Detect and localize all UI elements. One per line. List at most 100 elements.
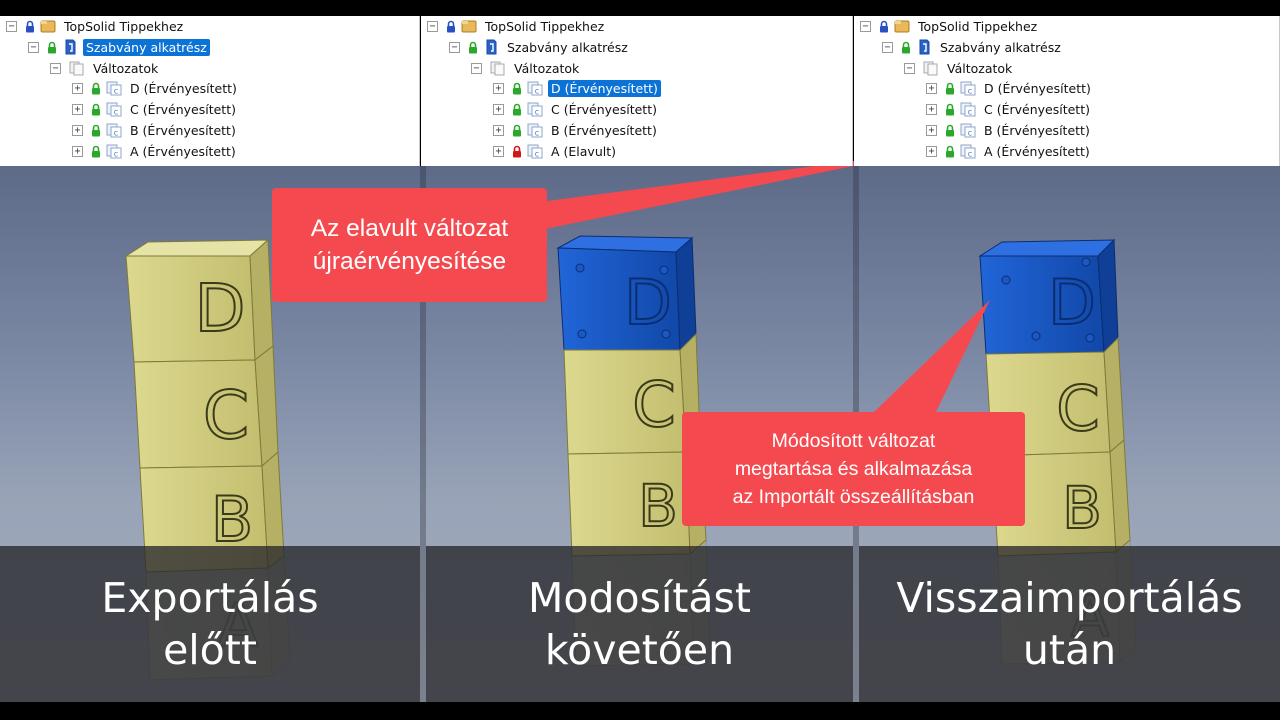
variant-icon: C <box>960 123 976 138</box>
callout-pointer <box>540 152 922 230</box>
caption-line: után <box>1022 626 1117 674</box>
project-tree-panel[interactable]: −TopSolid Tippekhez−Szabvány alkatrész−V… <box>854 16 1280 166</box>
svg-text:C: C <box>535 152 539 159</box>
tree-item-project[interactable]: −TopSolid Tippekhez <box>860 16 1040 36</box>
tree-item-part[interactable]: − Szabvány alkatrész <box>28 37 210 57</box>
lock-icon <box>92 145 100 157</box>
tree-item-label: B (Érvényesített) <box>130 122 236 138</box>
tree-item-variant[interactable]: + C C (Érvényesített) <box>72 99 239 119</box>
cube-b-letter: B <box>1062 474 1102 542</box>
scene-divider <box>420 166 426 702</box>
lock-icon <box>513 82 521 94</box>
lock-icon <box>946 82 954 94</box>
expand-toggle[interactable]: + <box>72 103 83 115</box>
lock-icon <box>513 103 521 115</box>
video-frame: D C B A <box>0 16 1280 702</box>
svg-text:C: C <box>535 131 539 138</box>
expand-toggle[interactable]: − <box>449 41 460 53</box>
expand-toggle[interactable]: + <box>493 124 504 136</box>
tree-item-label: Változatok <box>93 60 159 76</box>
variant-icon: C <box>960 102 976 117</box>
tree-item-variants[interactable]: −Változatok <box>904 58 1015 78</box>
lock-icon <box>48 41 56 53</box>
tree-item-project[interactable]: − TopSolid Tippekhez <box>6 16 186 36</box>
expand-toggle[interactable]: + <box>926 103 937 115</box>
caption-before-export: Exportálás előtt <box>0 546 420 702</box>
cube-d-blue[interactable]: D <box>556 235 697 352</box>
tree-item-label: Változatok <box>514 60 580 76</box>
cube-d-blue[interactable]: D <box>978 238 1119 355</box>
cube-c[interactable]: C <box>563 332 701 455</box>
callout-pointer <box>872 300 990 414</box>
callout-line: Az elavult változat <box>310 215 509 242</box>
cube-b-letter: B <box>211 483 254 556</box>
tree-item-variant[interactable]: + C B (Érvényesített) <box>926 120 1093 140</box>
tree-item-part[interactable]: −Szabvány alkatrész <box>449 37 631 57</box>
tree-item-label: TopSolid Tippekhez <box>64 18 184 34</box>
expand-toggle[interactable]: + <box>493 145 504 157</box>
callout-line: újraérvényesítése <box>312 248 507 275</box>
variant-icon: C <box>527 123 543 138</box>
tree-item-label: D (Érvényesített) <box>548 79 661 97</box>
caption-band <box>859 546 1280 702</box>
tree-item-variants[interactable]: − Változatok <box>471 58 582 78</box>
cube-c[interactable]: C <box>133 345 279 469</box>
expand-toggle[interactable]: − <box>427 20 438 32</box>
tree-item-label: B (Érvényesített) <box>984 122 1090 138</box>
project-tree-panel[interactable]: − TopSolid Tippekhez − Szabvány alkatrész − V… <box>0 16 420 166</box>
tree-item-label: A (Elavult) <box>551 143 617 159</box>
tree-item-part[interactable]: −Szabvány alkatrész <box>882 37 1064 57</box>
project-folder-icon <box>894 20 910 33</box>
variant-icon: C <box>106 102 122 117</box>
tree-item-variant[interactable]: + C A (Elavult) <box>493 141 619 161</box>
expand-toggle[interactable]: + <box>493 103 504 115</box>
cube-d-letter: D <box>624 266 672 339</box>
cube-d-letter: D <box>195 270 246 347</box>
cube-b[interactable]: B <box>139 450 285 573</box>
variant-icon: C <box>527 81 543 96</box>
tree-item-label: D (Érvényesített) <box>130 80 237 96</box>
tree-item-label: TopSolid Tippekhez <box>485 18 605 34</box>
tree-item-variants[interactable]: − Változatok <box>50 58 161 78</box>
expand-toggle[interactable]: − <box>904 62 915 74</box>
caption-line: előtt <box>163 626 257 674</box>
expand-toggle[interactable]: + <box>72 124 83 136</box>
tree-item-project[interactable]: − TopSolid Tippekhez <box>427 16 607 36</box>
tree-item-variant[interactable]: + C D (Érvényesített) <box>493 78 661 98</box>
tree-item-label: Szabvány alkatrész <box>83 38 210 56</box>
expand-toggle[interactable]: − <box>882 41 893 53</box>
lock-icon <box>513 124 521 136</box>
expand-toggle[interactable]: − <box>860 20 871 32</box>
cube-b[interactable]: B <box>991 438 1131 557</box>
lock-icon <box>26 20 34 32</box>
svg-text:C: C <box>114 89 118 96</box>
caption-band <box>426 546 853 702</box>
expand-toggle[interactable]: + <box>493 82 504 94</box>
lock-icon <box>902 41 910 53</box>
expand-toggle[interactable]: − <box>6 20 17 32</box>
variant-icon: C <box>960 81 976 96</box>
svg-text:C: C <box>535 110 539 117</box>
lock-icon <box>92 82 100 94</box>
project-tree-panel[interactable]: −TopSolid Tippekhez−Szabvány alkatrész−V… <box>421 16 853 166</box>
expand-toggle[interactable]: − <box>28 41 39 53</box>
expand-toggle[interactable]: − <box>50 62 61 74</box>
expand-toggle[interactable]: + <box>72 82 83 94</box>
expand-toggle[interactable]: + <box>926 124 937 136</box>
expand-toggle[interactable]: + <box>926 145 937 157</box>
variant-icon: C <box>106 144 122 159</box>
tree-item-variant[interactable]: + C D (Érvényesített) <box>72 78 240 98</box>
tree-item-variant[interactable]: + C C (Érvényesített) <box>926 99 1093 119</box>
tree-item-label: C (Érvényesített) <box>130 101 236 117</box>
cube-d-letter: D <box>1048 266 1096 339</box>
expand-toggle[interactable]: − <box>471 62 482 74</box>
expand-toggle[interactable]: + <box>72 145 83 157</box>
expand-toggle[interactable]: + <box>926 82 937 94</box>
tree-item-label: C (Érvényesített) <box>984 101 1090 117</box>
